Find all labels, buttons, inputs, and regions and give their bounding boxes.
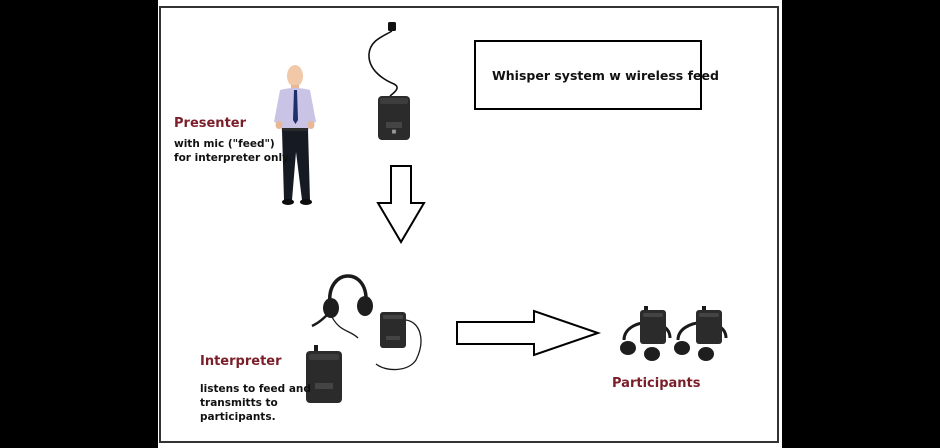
title-box: Whisper system w wireless feed: [474, 40, 719, 110]
person-presenter-image: [274, 65, 316, 205]
headset-image: [311, 274, 373, 339]
participant-receivers-image: [620, 306, 728, 361]
participants-label: Participants: [612, 376, 701, 391]
interpreter-note-line: listens to feed and: [200, 383, 311, 395]
interpreter-note-line: transmitts to: [200, 397, 278, 409]
interpreter-note: listens to feed and transmitts to partic…: [200, 382, 311, 424]
interpreter-note-line: participants.: [200, 411, 276, 423]
presenter-note-line: for interpreter only.: [174, 152, 292, 164]
presenter-note-line: with mic ("feed"): [174, 138, 275, 150]
slide-border: [159, 6, 779, 443]
down-arrow-icon: [376, 165, 426, 244]
receiver-device-image: [306, 345, 342, 403]
right-arrow-icon: [456, 309, 602, 357]
presenter-label: Presenter: [174, 116, 247, 131]
presenter-note: with mic ("feed") for interpreter only.: [174, 137, 292, 165]
svg-text:■: ■: [392, 129, 397, 135]
interpreter-label: Interpreter: [200, 354, 282, 369]
transmitter-mic-image: ■: [368, 22, 410, 140]
receiver-device-image: [375, 312, 422, 371]
diagram-title: Whisper system w wireless feed: [492, 68, 719, 83]
